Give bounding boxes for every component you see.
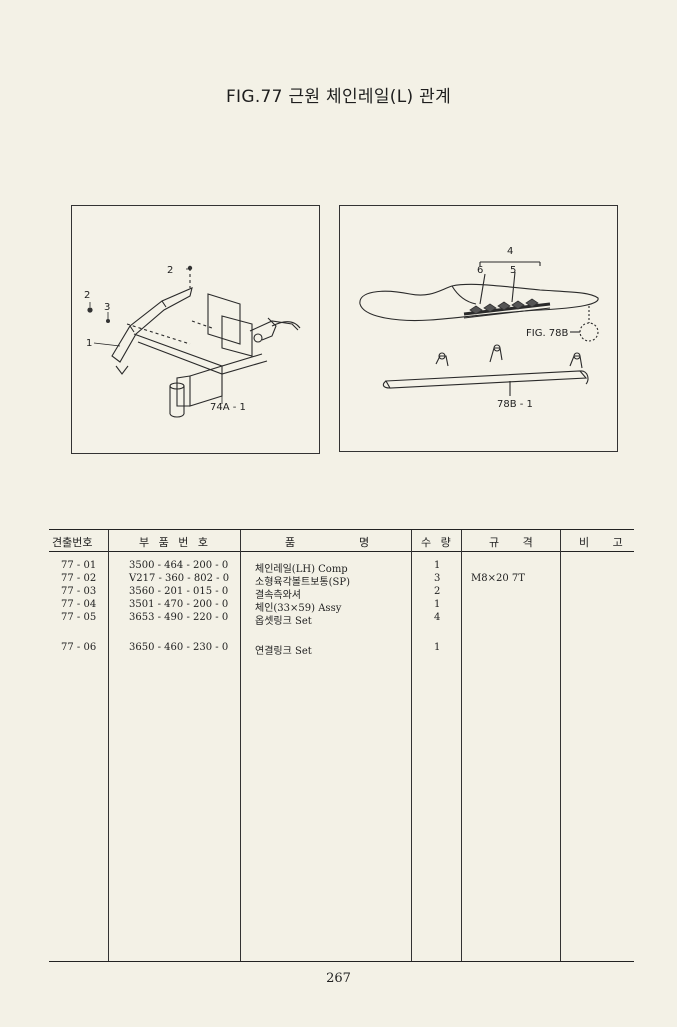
table-row: 77 - 06 3650 - 460 - 230 - 0 연결링크 Set 1 (49, 642, 634, 657)
left-assembly-drawing: 2 2 3 1 74A - 1 (84, 265, 301, 418)
item-no: 77 - 03 (61, 586, 97, 597)
item-no: 77 - 04 (61, 599, 97, 610)
header-spec: 규 격 (489, 536, 543, 549)
table-header-divider (49, 551, 634, 552)
parts-table: 견출번호 부 품 번 호 품 명 수 량 규 격 비 고 77 - 01 350… (49, 529, 634, 962)
callout-1: 1 (86, 338, 92, 349)
column-divider (461, 530, 462, 961)
header-item-no: 견출번호 (52, 536, 93, 549)
item-no: 77 - 06 (61, 642, 97, 653)
callout-2-left: 2 (84, 290, 90, 301)
callout-4: 4 (507, 246, 513, 257)
callout-fig-78b: FIG. 78B (526, 328, 569, 339)
quantity: 4 (434, 612, 441, 623)
column-divider (240, 530, 241, 961)
column-divider (411, 530, 412, 961)
header-remarks: 비 고 (579, 536, 633, 549)
quantity: 2 (434, 586, 441, 597)
header-name-2: 명 (359, 536, 373, 549)
part-name: 연결링크 Set (255, 646, 312, 657)
callout-6: 6 (477, 265, 483, 276)
header-part-no: 부 품 번 호 (139, 536, 211, 549)
quantity: 1 (434, 642, 441, 653)
part-name: 소형육각볼트보통(SP) (255, 577, 350, 588)
page-title: FIG.77 근원 체인레일(L) 관계 (225, 87, 452, 107)
callout-78b-1: 78B - 1 (497, 399, 533, 410)
table-row: 77 - 05 3653 - 490 - 220 - 0 옵셋링크 Set 4 (49, 612, 634, 627)
callout-2-top: 2 (167, 265, 173, 276)
page-number: 267 (326, 971, 351, 986)
quantity: 3 (434, 573, 441, 584)
part-no: 3500 - 464 - 200 - 0 (129, 560, 229, 571)
callout-5: 5 (510, 265, 516, 276)
figure-right-diagram: 4 6 5 FIG. 78B 78B - 1 (339, 205, 618, 452)
figure-left-diagram: 2 2 3 1 74A - 1 (71, 205, 320, 454)
quantity: 1 (434, 560, 441, 571)
right-chain-drawing: 4 6 5 FIG. 78B 78B - 1 (359, 246, 599, 410)
callout-3: 3 (104, 302, 110, 313)
item-no: 77 - 01 (61, 560, 97, 571)
part-name: 체인(33×59) Assy (255, 603, 342, 614)
quantity: 1 (434, 599, 441, 610)
specification: M8×20 7T (471, 573, 525, 584)
part-no: 3560 - 201 - 015 - 0 (129, 586, 229, 597)
part-name: 결속측와셔 (255, 590, 301, 601)
header-qty: 수 량 (421, 536, 454, 549)
table-row: 77 - 04 3501 - 470 - 200 - 0 체인(33×59) A… (49, 599, 634, 614)
callout-74a-1: 74A - 1 (210, 402, 246, 413)
part-no: V217 - 360 - 802 - 0 (129, 573, 230, 584)
part-name: 옵셋링크 Set (255, 616, 312, 627)
column-divider (560, 530, 561, 961)
column-divider (108, 530, 109, 961)
header-name-1: 품 (285, 536, 299, 549)
item-no: 77 - 02 (61, 573, 97, 584)
part-name: 체인레일(LH) Comp (255, 564, 348, 575)
item-no: 77 - 05 (61, 612, 97, 623)
part-no: 3501 - 470 - 200 - 0 (129, 599, 229, 610)
table-row: 77 - 02 V217 - 360 - 802 - 0 소형육각볼트보통(SP… (49, 573, 634, 588)
table-row: 77 - 03 3560 - 201 - 015 - 0 결속측와셔 2 (49, 586, 634, 601)
table-row: 77 - 01 3500 - 464 - 200 - 0 체인레일(LH) Co… (49, 560, 634, 575)
part-no: 3653 - 490 - 220 - 0 (129, 612, 229, 623)
part-no: 3650 - 460 - 230 - 0 (129, 642, 229, 653)
